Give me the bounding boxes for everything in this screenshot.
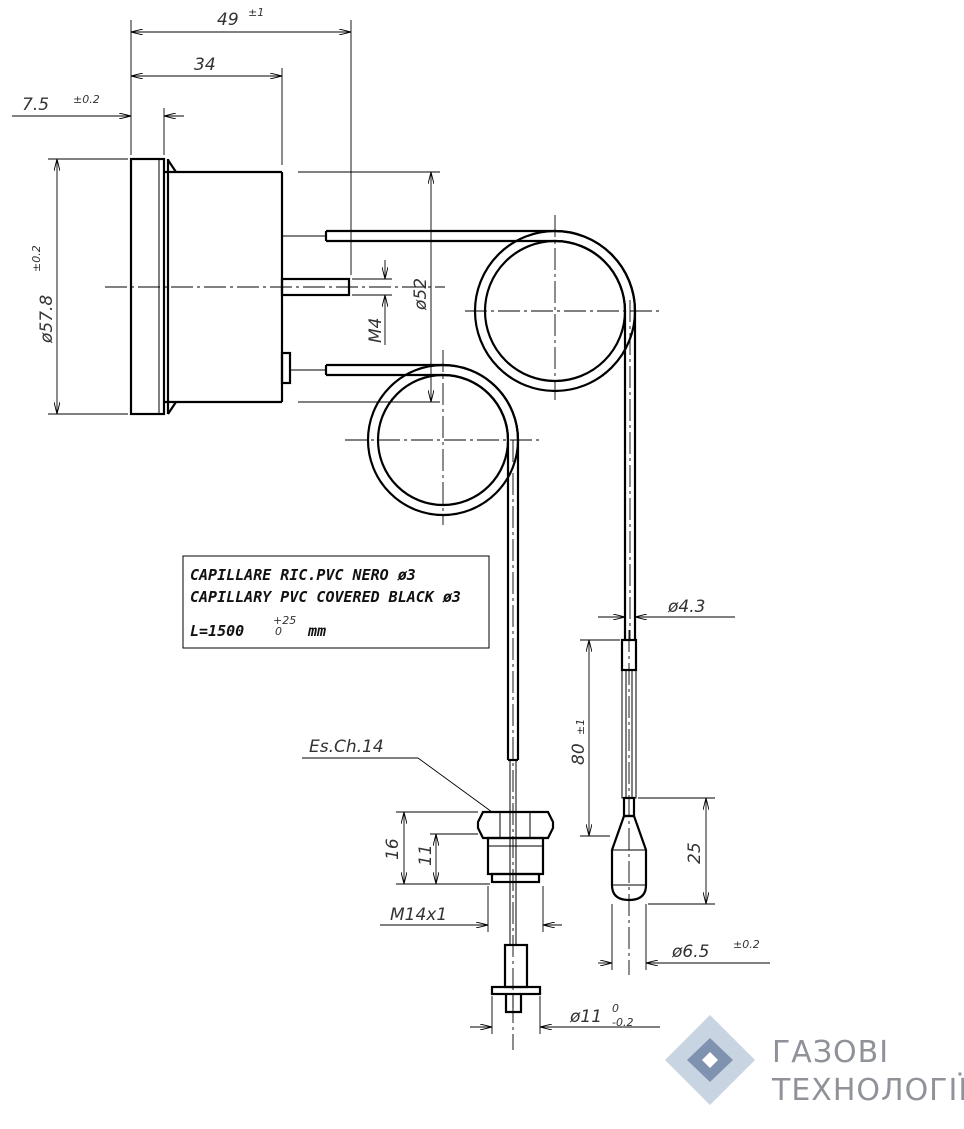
- dim-bulb-length: 80 ±1: [569, 639, 620, 837]
- capillary-upper: [324, 215, 660, 640]
- svg-text:0: 0: [275, 625, 282, 638]
- svg-text:0: 0: [612, 1002, 619, 1015]
- dim-fitting-thread: M14x1: [380, 886, 562, 932]
- dim-flange-diameter: ø11 0 -0.2: [470, 996, 660, 1034]
- svg-text:-0.2: -0.2: [612, 1016, 633, 1029]
- dim-stud-thread: M4: [352, 260, 392, 345]
- svg-text:CAPILLARE RIC.PVC NERO ø3: CAPILLARE RIC.PVC NERO ø3: [190, 566, 416, 584]
- svg-text:ø6.5: ø6.5: [671, 942, 709, 962]
- svg-text:25: 25: [685, 842, 705, 864]
- hex-nut: [476, 810, 555, 840]
- svg-text:16: 16: [383, 838, 403, 860]
- svg-text:ТЕХНОЛОГІЇ: ТЕХНОЛОГІЇ: [771, 1072, 964, 1108]
- dim-overall-length: 49 ±1: [130, 6, 352, 275]
- dim-nut-height: 16: [383, 811, 490, 885]
- dim-bezel: 7.5 ±0.2: [12, 93, 184, 155]
- svg-text:34: 34: [194, 55, 216, 75]
- svg-text:ø52: ø52: [411, 278, 431, 311]
- svg-text:±1: ±1: [248, 6, 264, 19]
- sensor-bulb: [610, 630, 648, 975]
- svg-text:L=1500: L=1500: [190, 622, 244, 640]
- svg-text:80: 80: [569, 743, 589, 765]
- svg-text:+25: +25: [273, 614, 296, 627]
- dim-bulb-tip: 25: [638, 797, 715, 905]
- svg-text:ø11: ø11: [569, 1007, 602, 1027]
- gauge-bezel: [129, 157, 166, 416]
- svg-text:7.5: 7.5: [22, 95, 49, 115]
- svg-text:49: 49: [217, 10, 239, 30]
- capillary-note: CAPILLARE RIC.PVC NERO ø3 CAPILLARY PVC …: [182, 555, 490, 649]
- svg-text:11: 11: [416, 844, 436, 866]
- company-logo: ГАЗОВІ ТЕХНОЛОГІЇ: [665, 1015, 964, 1108]
- svg-text:M14x1: M14x1: [390, 905, 447, 925]
- svg-text:ø4.3: ø4.3: [667, 597, 705, 617]
- dim-bulb-diameter: ø6.5 ±0.2: [598, 904, 770, 970]
- hex-callout: Es.Ch.14: [302, 737, 493, 813]
- svg-text:ø57.8: ø57.8: [37, 295, 57, 344]
- svg-text:CAPILLARY PVC COVERED BLACK ø3: CAPILLARY PVC COVERED BLACK ø3: [190, 588, 461, 606]
- note-box: [182, 555, 490, 649]
- capillary-lower: [324, 350, 540, 1050]
- svg-text:±0.2: ±0.2: [733, 938, 760, 951]
- gauge-case: [105, 157, 445, 416]
- dim-case-diameter: ø57.8 ±0.2: [30, 158, 128, 415]
- svg-text:±0.2: ±0.2: [30, 245, 43, 272]
- svg-text:±1: ±1: [574, 719, 587, 735]
- dim-bolt-circle: ø52: [298, 171, 440, 403]
- svg-text:ГАЗОВІ: ГАЗОВІ: [772, 1035, 889, 1070]
- svg-text:Es.Ch.14: Es.Ch.14: [309, 737, 384, 757]
- dim-body-depth: 34: [131, 55, 283, 165]
- dim-thread-height: 11: [416, 833, 478, 885]
- compression-fitting: [476, 810, 555, 1014]
- probe-end: [503, 943, 529, 989]
- svg-text:±0.2: ±0.2: [73, 93, 100, 106]
- dim-capillary-diameter: ø4.3: [598, 597, 735, 640]
- svg-text:mm: mm: [307, 622, 326, 640]
- svg-text:M4: M4: [366, 318, 386, 343]
